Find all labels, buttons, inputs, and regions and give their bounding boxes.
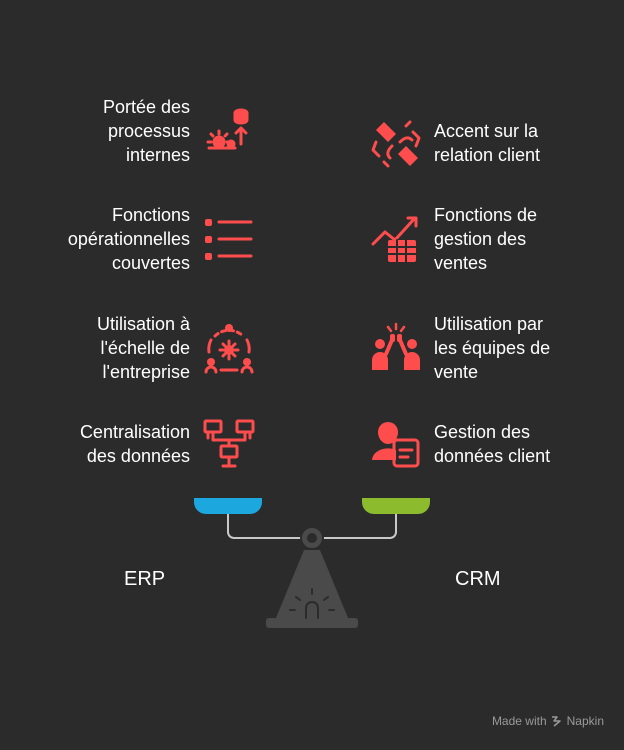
scale-base — [266, 618, 358, 628]
napkin-logo-icon — [551, 716, 561, 727]
list-icon — [203, 214, 255, 266]
crm-item-2-text: Fonctions de gestion des ventes — [434, 205, 538, 273]
erp-item-3-text: Utilisation à l'échelle de l'entreprise — [96, 314, 190, 382]
erp-item-2-text: Fonctions opérationnelles couvertes — [67, 205, 190, 273]
balance-scale — [194, 498, 430, 628]
erp-item-1-text: Portée des processus internes — [102, 97, 190, 165]
handshake-icon — [370, 118, 422, 170]
network-icon — [203, 418, 255, 470]
crm-item-4-text: Gestion des données client — [434, 422, 551, 466]
crm-pan — [362, 498, 430, 514]
erp-pan — [194, 498, 262, 514]
customer-data-icon — [370, 418, 422, 470]
scale-stand — [276, 550, 348, 618]
crm-item-3-text: Utilisation par les équipes de vente — [434, 314, 551, 382]
erp-label: ERP — [124, 568, 166, 590]
napkin-brand: Napkin — [566, 714, 604, 728]
napkin-watermark: Made with Napkin — [492, 714, 604, 728]
crm-label: CRM — [455, 568, 501, 590]
erp-item-4-text: Centralisation des données — [79, 422, 190, 466]
made-with-text: Made with — [491, 714, 547, 728]
high-five-icon — [370, 322, 422, 374]
team-gear-icon — [203, 322, 255, 374]
gear-database-icon — [203, 104, 255, 156]
sales-chart-icon — [370, 214, 422, 266]
lightbulb-icon — [289, 588, 335, 619]
crm-item-1-text: Accent sur la relation client — [434, 121, 541, 165]
